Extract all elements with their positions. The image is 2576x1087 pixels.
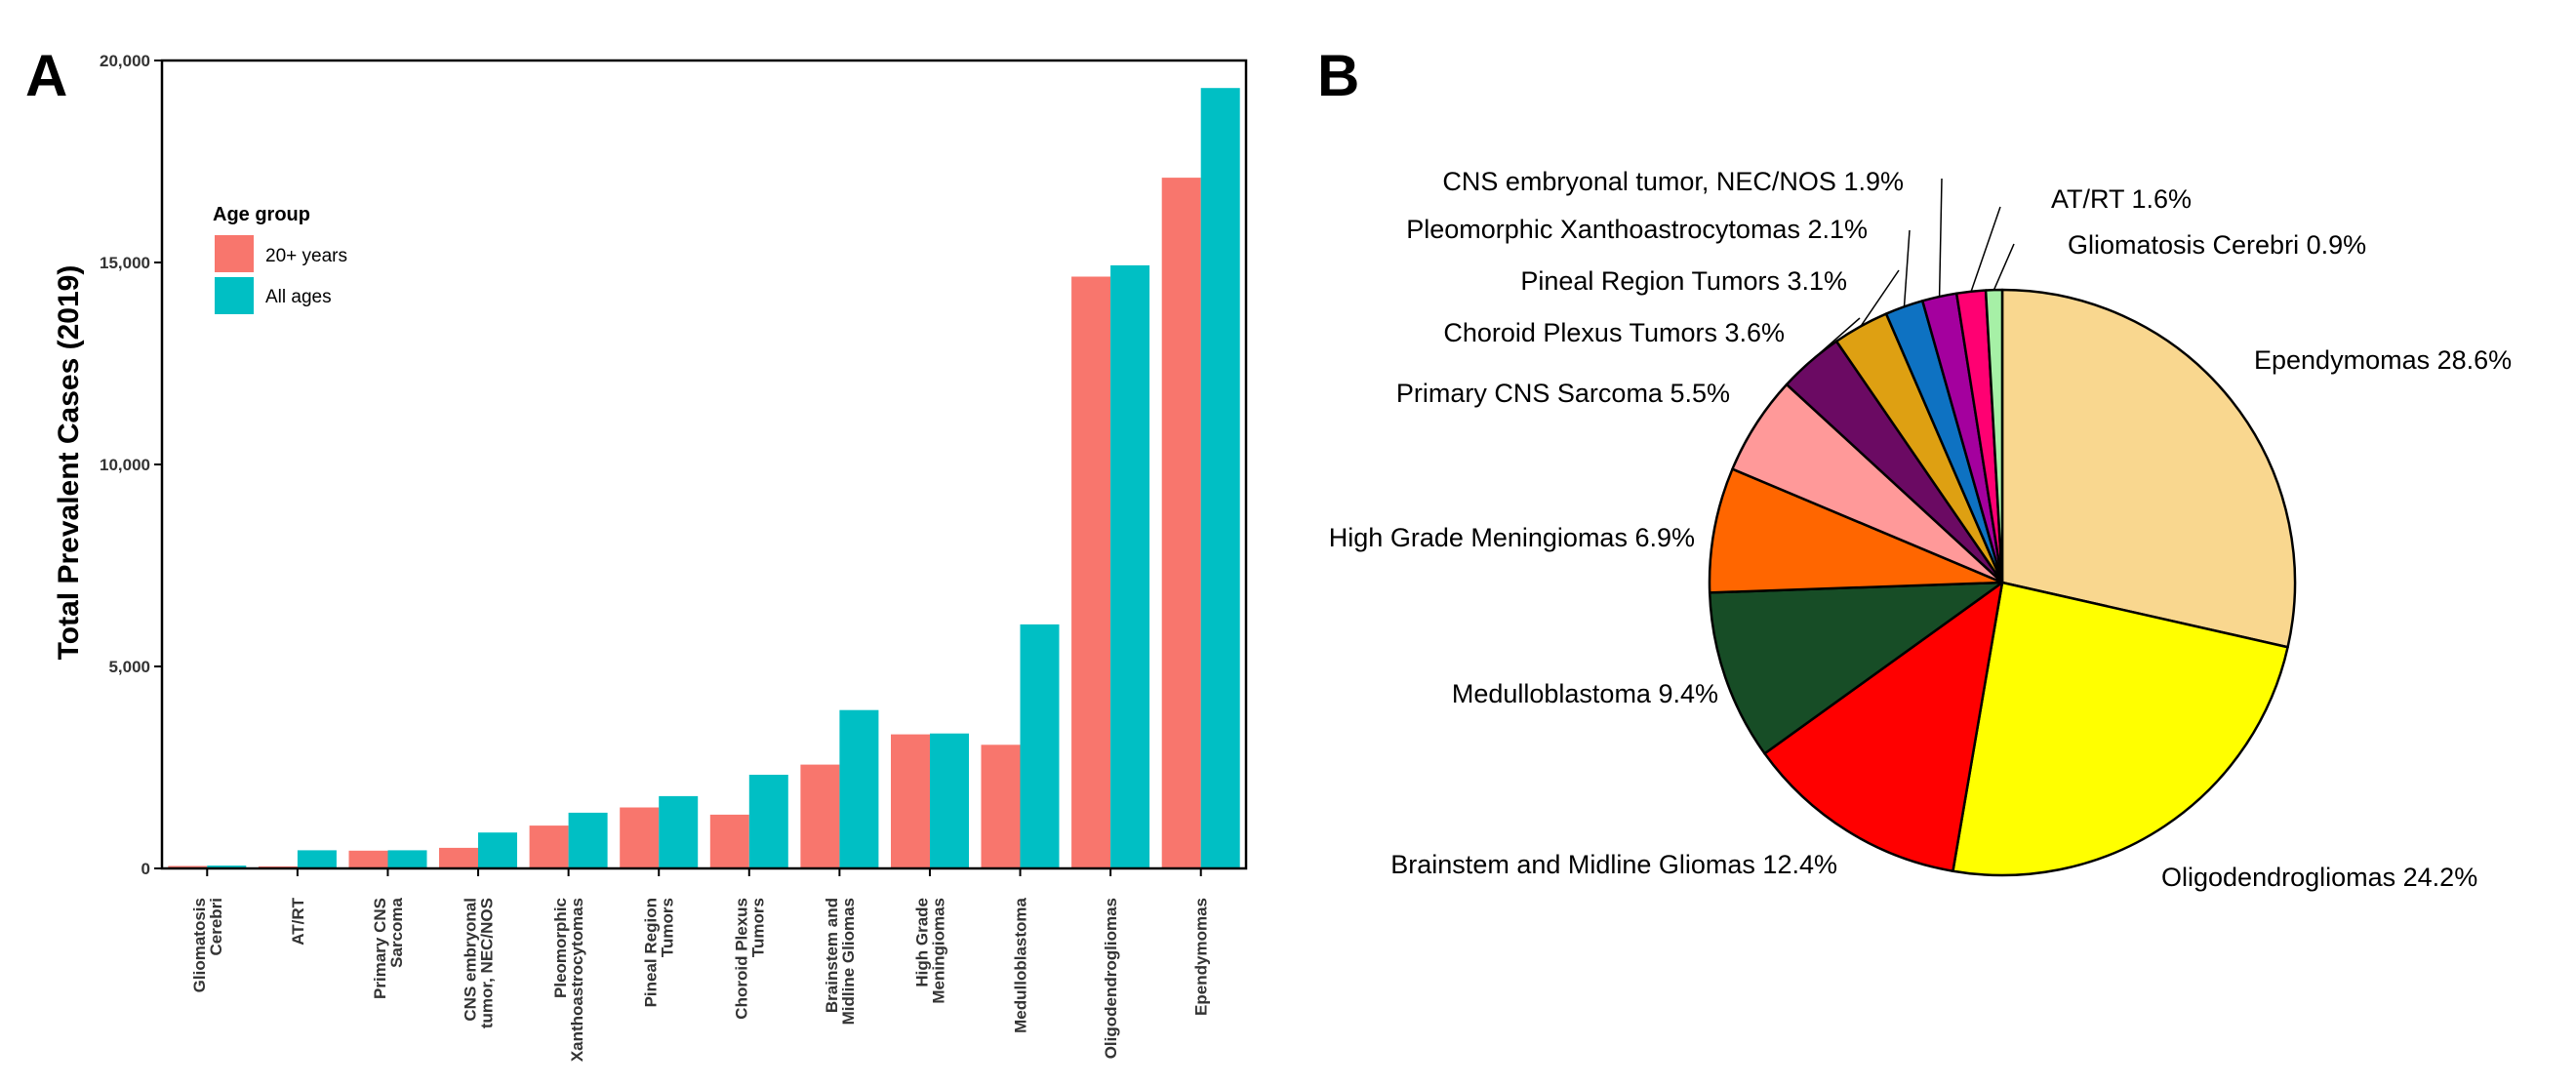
bar-20-years-5 — [620, 807, 660, 868]
x-tick-label: Oligodendrogliomas — [1102, 898, 1120, 1059]
pie-label-pineal-region-tumors: Pineal Region Tumors 3.1% — [1520, 266, 1847, 296]
legend: Age group 20+ years All ages — [213, 204, 347, 314]
bar-all-ages-9 — [1020, 624, 1060, 868]
legend-swatch-20-plus-years — [215, 235, 254, 272]
bar-20-years-6 — [709, 814, 749, 868]
x-tick-label: PleomorphicXanthoastrocytomas — [551, 898, 586, 1062]
bar-all-ages-8 — [930, 733, 969, 868]
bar-20-years-3 — [439, 847, 478, 868]
x-tick-label: Primary CNSSarcoma — [371, 897, 406, 998]
x-tick-label: CNS embryonaltumor, NEC/NOS — [462, 898, 497, 1028]
pie-label-medulloblastoma: Medulloblastoma 9.4% — [1452, 679, 1718, 708]
pie-label-gliomatosis-cerebri: Gliomatosis Cerebri 0.9% — [2068, 230, 2366, 260]
bar-all-ages-7 — [839, 709, 879, 868]
pie-leader-line — [1809, 317, 1861, 362]
pie-label-cns-embryonal-tumor-nec-nos: CNS embryonal tumor, NEC/NOS 1.9% — [1442, 167, 1904, 196]
bar-20-years-10 — [1071, 276, 1111, 868]
y-tick-label: 0 — [141, 860, 150, 878]
bar-all-ages-6 — [748, 775, 788, 868]
pie-label-high-grade-meningiomas: High Grade Meningiomas 6.9% — [1329, 523, 1695, 552]
legend-label-all-ages: All ages — [265, 287, 332, 307]
pie-leader-line — [1970, 206, 2001, 292]
legend-label-20-plus-years: 20+ years — [265, 246, 347, 266]
bar-all-ages-10 — [1110, 264, 1150, 868]
bar-20-years-7 — [800, 764, 840, 868]
bar-20-years-4 — [529, 825, 569, 868]
pie-slice-ependymomas — [2000, 288, 2297, 649]
bar-chart: Total Prevalent Cases (2019) Age group 2… — [53, 52, 1248, 1062]
y-tick-label: 15,000 — [100, 254, 150, 272]
x-tick-label: Choroid PlexusTumors — [732, 898, 767, 1020]
pie-chart: Ependymomas 28.6% Oligodendrogliomas 24.2… — [1329, 167, 2512, 892]
x-tick-label: Pineal RegionTumors — [642, 898, 677, 1007]
y-tick-label: 5,000 — [108, 658, 150, 676]
panel-b-label: B — [1317, 43, 1359, 108]
legend-title: Age group — [213, 204, 310, 225]
bar-all-ages-4 — [568, 812, 608, 868]
bar-all-ages-11 — [1200, 88, 1240, 868]
x-tick-label: GliomatosisCerebri — [190, 898, 225, 992]
pie-label-choroid-plexus-tumors: Choroid Plexus Tumors 3.6% — [1443, 318, 1785, 347]
pie-slice-medulloblastoma — [1708, 581, 2004, 755]
pie-leader-line — [1938, 178, 1943, 298]
pie-slice-high-grade-meningiomas — [1708, 467, 2004, 594]
pie-label-oligodendrogliomas: Oligodendrogliomas 24.2% — [2161, 863, 2477, 892]
bar-all-ages-0 — [207, 866, 247, 868]
x-tick-label: Medulloblastoma — [1012, 897, 1030, 1032]
x-tick-label: Brainstem andMidline Gliomas — [823, 898, 858, 1025]
bar-20-years-11 — [1161, 178, 1201, 869]
pie-slice-oligodendrogliomas — [1952, 581, 2289, 877]
pie-label-brainstem-and-midline-gliomas: Brainstem and Midline Gliomas 12.4% — [1390, 850, 1837, 879]
panel-a-label: A — [25, 43, 67, 108]
pie-slice-gliomatosis-cerebri — [1984, 288, 2004, 584]
bar-all-ages-1 — [297, 850, 337, 868]
y-tick-label: 10,000 — [100, 456, 150, 474]
y-axis-title: Total Prevalent Cases (2019) — [53, 265, 85, 661]
y-tick-label: 20,000 — [100, 52, 150, 70]
pie-label-primary-cns-sarcoma: Primary CNS Sarcoma 5.5% — [1396, 379, 1730, 408]
pie-leader-line — [1860, 269, 1900, 327]
bar-20-years-2 — [348, 850, 388, 868]
pie-label-ependymomas: Ependymomas 28.6% — [2254, 345, 2512, 375]
bar-all-ages-3 — [478, 832, 517, 868]
x-tick-label: High GradeMeningiomas — [913, 898, 948, 1004]
legend-swatch-all-ages — [215, 277, 254, 314]
pie-label-pleomorphic-xanthoastrocytomas: Pleomorphic Xanthoastrocytomas 2.1% — [1406, 215, 1868, 244]
bar-20-years-8 — [891, 734, 930, 868]
pie-slice-brainstem-and-midline-gliomas — [1763, 581, 2004, 872]
bar-all-ages-2 — [387, 850, 427, 868]
x-tick-label: AT/RT — [289, 897, 307, 945]
bar-20-years-9 — [981, 745, 1021, 868]
pie-label-at-rt: AT/RT 1.6% — [2051, 184, 2192, 214]
bar-all-ages-5 — [659, 795, 699, 868]
x-tick-label: Ependymomas — [1192, 898, 1211, 1016]
pie-leader-line — [1903, 229, 1911, 307]
pie-leader-line — [1992, 243, 2015, 291]
